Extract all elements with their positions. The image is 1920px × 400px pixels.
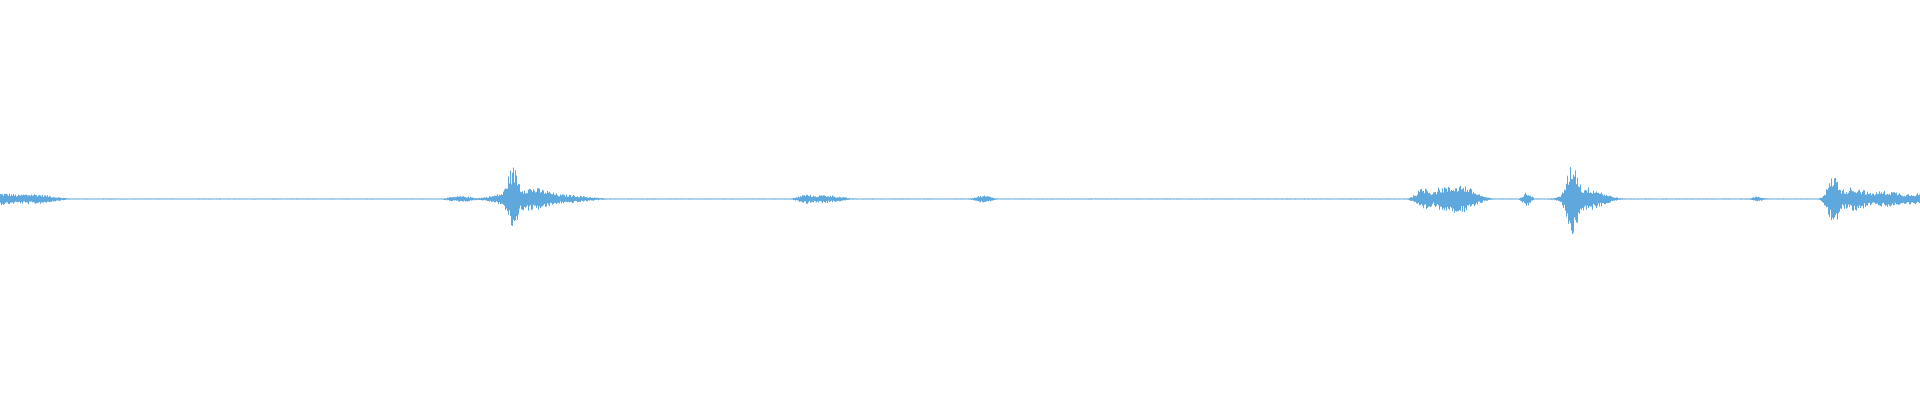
waveform-trace: [0, 167, 1920, 234]
